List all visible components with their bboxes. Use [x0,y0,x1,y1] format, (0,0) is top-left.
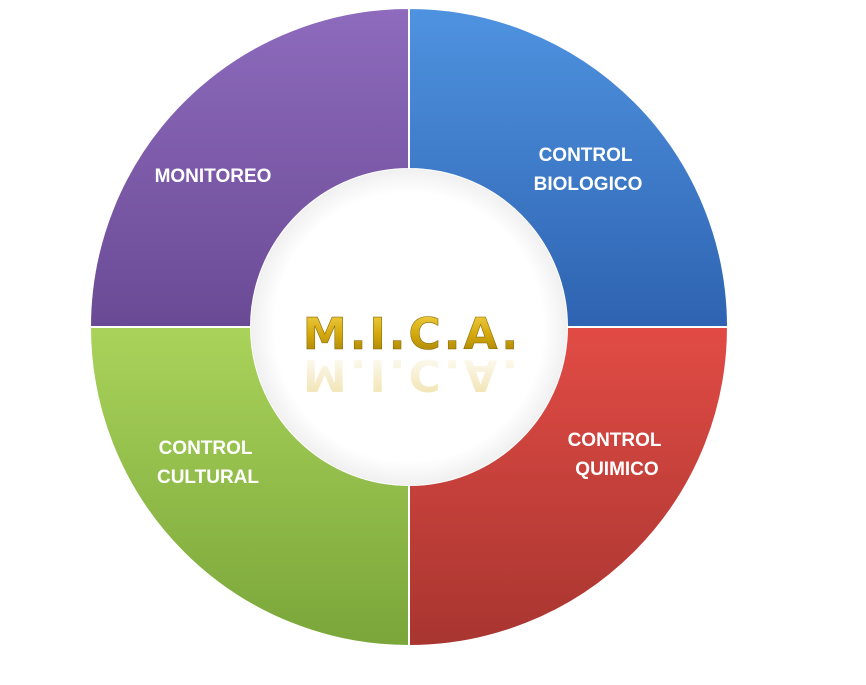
label-control-biologico: CONTROL BIOLOGICO [534,145,643,195]
ring-center [251,169,567,485]
label-control-quimico: CONTROL QUIMICO [568,430,667,480]
label-control-cultural: CONTROL CULTURAL [157,438,259,488]
center-title-reflection: M.I.C.A. [303,349,521,400]
center-title: M.I.C.A. [303,309,521,360]
label-monitoreo: MONITOREO [155,166,272,187]
